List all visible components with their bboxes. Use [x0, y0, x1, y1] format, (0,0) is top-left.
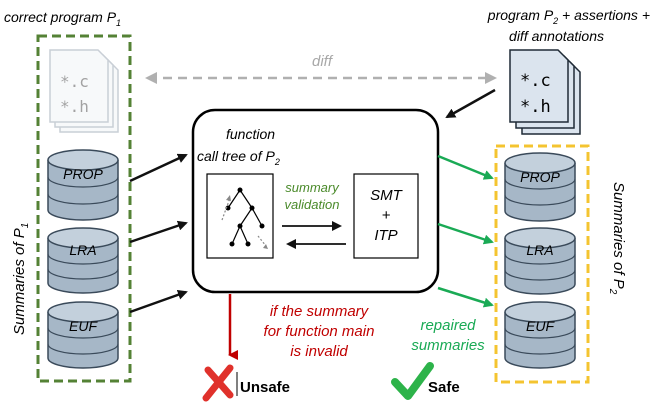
left-cylinder-euf: EUF	[47, 301, 119, 369]
right-file-c: *.c	[520, 71, 551, 91]
repaired-note-line1: repaired	[420, 317, 476, 334]
solver-smt: SMT	[370, 187, 404, 204]
right-theory-euf: EUF	[526, 318, 555, 334]
left-source-files: *.c *.h	[49, 49, 119, 133]
euf-output-arrow	[437, 286, 494, 308]
solver-itp: ITP	[374, 227, 397, 244]
invalid-note-line3: is invalid	[290, 343, 348, 360]
center-title-line1: function	[226, 126, 275, 142]
checkmark-icon	[391, 362, 434, 400]
euf-input-arrow	[129, 289, 188, 314]
left-cylinder-lra: LRA	[47, 227, 119, 294]
right-cylinder-lra: LRA	[504, 227, 576, 295]
cross-icon	[202, 364, 234, 402]
left-summaries-box	[36, 34, 132, 383]
right-title-line1: program P2 + assertions +	[487, 7, 650, 26]
right-title-line2: diff annotations	[509, 28, 604, 44]
left-file-c: *.c	[60, 72, 89, 91]
outcome-unsafe: Unsafe	[240, 379, 290, 396]
left-title: correct program P1	[4, 9, 121, 28]
left-theory-prop: PROP	[63, 166, 103, 182]
call-tree-icon	[206, 173, 274, 259]
diff-label: diff	[312, 53, 334, 70]
prop-output-arrow	[437, 154, 494, 180]
right-file-h: *.h	[520, 97, 551, 117]
right-theory-prop: PROP	[520, 169, 560, 185]
right-source-files: *.c *.h	[509, 49, 581, 135]
left-theory-lra: LRA	[69, 242, 96, 258]
right-cylinder-prop: PROP	[504, 152, 576, 222]
solver-box	[353, 173, 419, 259]
right-cylinder-euf: EUF	[504, 301, 576, 369]
validation-label-line1: summary	[285, 180, 340, 195]
invalid-note-line1: if the summary	[270, 303, 370, 320]
solver-plus: +	[382, 207, 391, 224]
lra-input-arrow	[129, 220, 188, 244]
left-theory-euf: EUF	[69, 318, 98, 334]
left-cylinder-prop: PROP	[47, 149, 119, 221]
right-summaries-box	[494, 144, 590, 384]
lra-output-arrow	[437, 222, 494, 245]
outcome-safe: Safe	[428, 379, 460, 396]
validation-label-line2: validation	[285, 197, 340, 212]
prop-input-arrow	[129, 153, 188, 183]
files-to-center-arrow	[445, 88, 496, 119]
right-side-label: Summaries of P2	[607, 182, 627, 295]
left-file-h: *.h	[60, 97, 89, 116]
invalid-note-line2: for function main	[264, 323, 375, 340]
repaired-note-line2: summaries	[411, 337, 485, 354]
right-theory-lra: LRA	[526, 242, 553, 258]
center-title-line2: call tree of P2	[197, 148, 280, 167]
left-side-label: Summaries of P1	[11, 223, 31, 335]
